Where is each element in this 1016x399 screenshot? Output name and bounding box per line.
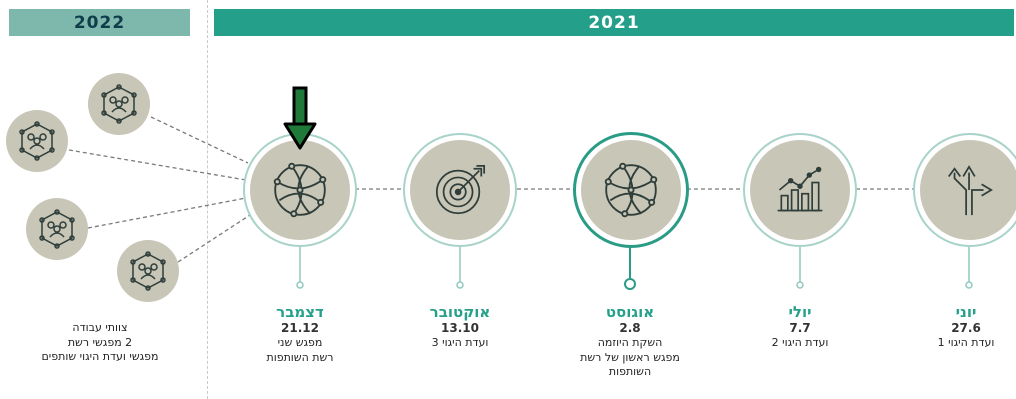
milestone-october-label: אוקטובר 13.10 ועדת היגוי 3 [400,303,520,351]
milestone-date: 2.8 [619,321,641,335]
milestone-july-node [743,133,857,247]
plan-2022-text: 2 מפגשי רשת [67,335,133,349]
milestone-june-label: יוני 27.6 ועדת היגוי 1 [916,303,1016,351]
milestone-date: 13.10 [441,321,479,335]
milestone-text: ועדת היגוי 1 [937,336,995,349]
milestone-month: יוני [955,303,977,321]
milestone-text: מפגש שני [277,336,323,349]
plan-2022-text: מפגשי ועדת היגוי שותפים [41,350,159,363]
milestone-june-node [913,133,1016,247]
milestone-month: דצמבר [276,303,324,321]
target-icon [410,140,510,240]
globe-network-icon [250,140,350,240]
team-network-icon [6,110,68,172]
milestone-date: 21.12 [281,321,319,335]
team-network-icon [117,240,179,302]
milestone-month: אוגוסט [605,303,655,321]
year-2021-label: 2021 [588,12,640,33]
milestone-date: 7.7 [789,321,811,335]
team-network-icon [26,198,88,260]
split-arrows-icon [920,140,1016,240]
milestone-text: ועדת היגוי 3 [431,336,489,349]
year-2022-bar: 2022 [9,9,190,36]
bar-chart-icon [750,140,850,240]
milestone-december-label: דצמבר 21.12 מפגש שני רשת השותפות [240,303,360,365]
milestone-text: מפגש ראשון של רשת [580,350,680,364]
year-2021-bar: 2021 [214,9,1014,36]
milestone-july-label: יולי 7.7 ועדת היגוי 2 [740,303,860,351]
milestone-date: 27.6 [951,321,981,335]
milestone-august-label: אוגוסט 2.8 השקת היוזמה מפגש ראשון של רשת… [560,303,700,380]
pointer-arrow-icon [283,86,317,150]
milestone-month: יולי [788,303,812,321]
year-divider [207,0,208,399]
milestone-text: רשת השותפות [266,350,334,364]
milestone-october-node [403,133,517,247]
year-2022-label: 2022 [73,12,126,33]
plan-2022-text: צוותי עבודה [72,321,128,334]
milestone-august-node [573,132,689,248]
globe-network-icon [581,140,681,240]
milestone-text: השקת היוזמה [597,336,663,349]
milestone-text: השותפות [608,365,652,378]
milestone-month: אוקטובר [429,303,491,321]
milestone-text: ועדת היגוי 2 [771,336,829,349]
plan-2022-label: צוותי עבודה 2 מפגשי רשת מפגשי ועדת היגוי… [10,321,190,365]
team-network-icon [88,73,150,135]
